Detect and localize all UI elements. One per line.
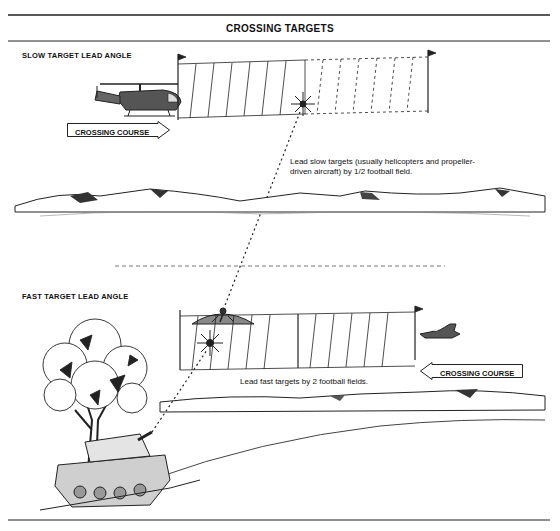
fast-burst bbox=[197, 330, 223, 356]
arrow-label: CROSSING COURSE bbox=[440, 365, 514, 383]
slow-burst bbox=[291, 92, 315, 116]
note-text: Lead slow targets (usually helicopters a… bbox=[290, 157, 495, 177]
course-arrow: CROSSING COURSE bbox=[67, 121, 170, 139]
page-title: CROSSING TARGETS bbox=[226, 23, 334, 34]
slow-lead-field bbox=[178, 50, 436, 120]
note-text: Lead fast targets by 2 football fields. bbox=[240, 377, 440, 387]
slow-hills bbox=[15, 188, 545, 216]
fast-lead-field bbox=[180, 306, 423, 370]
tank bbox=[40, 432, 200, 510]
frame-lines bbox=[8, 15, 550, 520]
course-arrow: CROSSING COURSE bbox=[420, 362, 523, 380]
section-heading: FAST TARGET LEAD ANGLE bbox=[22, 292, 128, 301]
helicopter bbox=[95, 84, 181, 116]
section-heading: SLOW TARGET LEAD ANGLE bbox=[22, 51, 132, 60]
fast-hills bbox=[150, 389, 545, 480]
line-of-fire bbox=[152, 350, 207, 432]
jet bbox=[420, 324, 460, 338]
arrow-label: CROSSING COURSE bbox=[75, 124, 149, 142]
separator bbox=[115, 265, 445, 267]
